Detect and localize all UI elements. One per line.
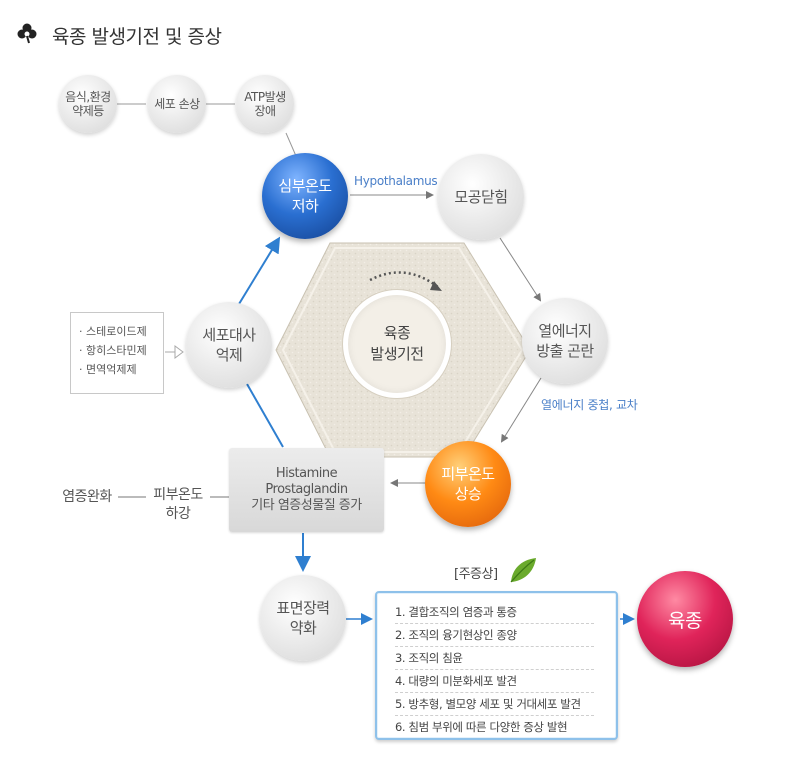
drug-item: · 항히스타민제 bbox=[79, 344, 147, 357]
clover-icon bbox=[16, 22, 38, 48]
page-title-row: 육종 발생기전 및 증상 bbox=[16, 20, 222, 50]
arrow-heat-to-skin bbox=[500, 377, 542, 443]
text-inflammation-relief: 염증완화 bbox=[62, 489, 112, 505]
histamine-box: Histamine Prostaglandin 기타 염증성물질 증가 bbox=[229, 448, 384, 532]
symptom-item: 5. 방추형, 별모양 세포 및 거대세포 발견 bbox=[395, 693, 594, 716]
drug-item: · 스테로이드제 bbox=[79, 325, 147, 338]
chain-cell-damage: 세포 손상 bbox=[148, 75, 206, 133]
arrow-drugs-to-metabolism bbox=[165, 345, 184, 359]
page-title: 육종 발생기전 및 증상 bbox=[52, 25, 222, 48]
symptoms-title: [주증상] bbox=[454, 567, 498, 582]
symptom-item: 4. 대량의 미분화세포 발견 bbox=[395, 670, 594, 693]
node-pore-close: 모공닫힘 bbox=[438, 154, 524, 240]
symptom-item: 1. 결합조직의 염증과 통증 bbox=[395, 601, 594, 624]
chain-line-3 bbox=[285, 132, 297, 157]
node-result-sarcoma: 육종 bbox=[637, 571, 733, 667]
line-histamine-to-metabolism bbox=[246, 383, 284, 448]
drug-list-box: · 스테로이드제 · 항히스타민제 · 면역억제제 bbox=[70, 312, 164, 394]
symptoms-box: 1. 결합조직의 염증과 통증 2. 조직의 융기현상인 종양 3. 조직의 침… bbox=[375, 591, 618, 740]
symptom-item: 3. 조직의 침윤 bbox=[395, 647, 594, 670]
rotation-arc bbox=[369, 271, 439, 288]
label-hypothalamus: Hypothalamus bbox=[354, 174, 438, 188]
arrow-metabolism-to-core bbox=[238, 236, 281, 305]
symptom-item: 2. 조직의 융기현상인 종양 bbox=[395, 624, 594, 647]
drug-item: · 면역억제제 bbox=[79, 363, 137, 376]
leaf-icon bbox=[508, 556, 538, 588]
label-heat-overlap: 열에너지 중첩, 교차 bbox=[541, 398, 638, 412]
arrow-pore-to-heat bbox=[499, 237, 542, 302]
symptom-item: 6. 침범 부위에 따른 다양한 증상 발현 bbox=[395, 720, 568, 734]
